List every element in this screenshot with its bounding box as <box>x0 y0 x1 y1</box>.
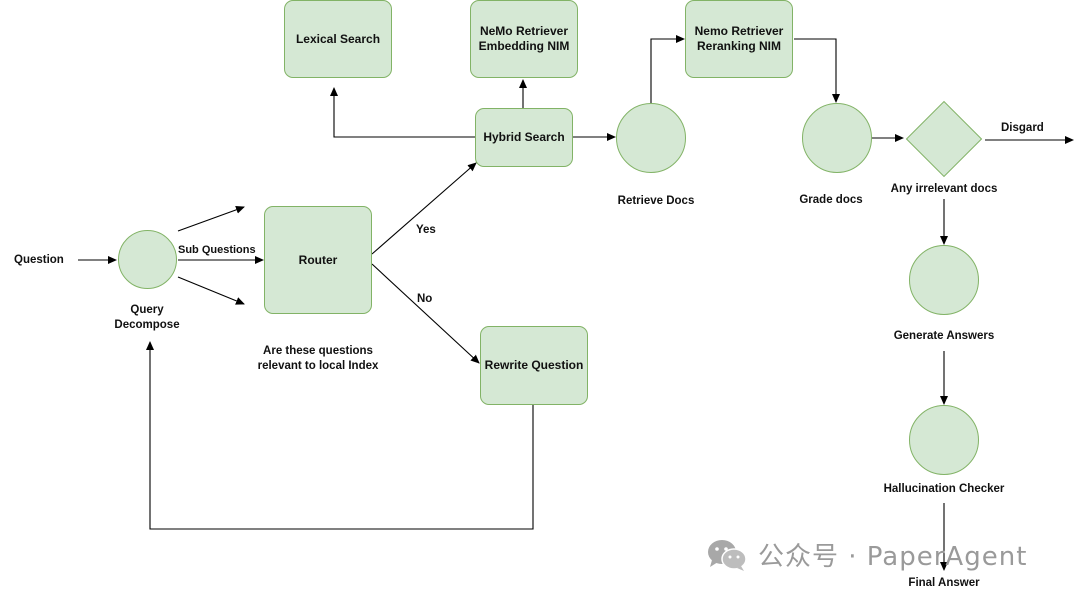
edge-router-yes <box>371 162 477 255</box>
edge-reranking-to-grade <box>794 38 840 103</box>
edge-rewrite-loop <box>146 341 534 530</box>
edge-decompose-up <box>177 205 245 232</box>
question-label: Question <box>14 254 64 266</box>
query-decompose-label: Query Decompose <box>114 304 180 331</box>
reranking-nim-node: Nemo Retriever Reranking NIM <box>685 0 793 78</box>
wechat-icon <box>708 539 747 571</box>
query-decompose-circle <box>118 230 177 289</box>
sub-questions-label: Sub Questions <box>178 244 256 256</box>
hallucination-checker-label: Hallucination Checker <box>883 483 1005 495</box>
retrieve-docs-circle <box>616 103 686 173</box>
final-answer-label: Final Answer <box>908 577 980 589</box>
hallucination-checker-circle <box>909 405 979 475</box>
edge-hybrid-to-lexical <box>330 87 475 138</box>
router-node: Router <box>264 206 372 314</box>
retrieve-docs-label: Retrieve Docs <box>617 195 695 207</box>
any-irrelevant-label: Any irrelevant docs <box>890 183 998 195</box>
lexical-search-node: Lexical Search <box>284 0 392 78</box>
grade-docs-circle <box>802 103 872 173</box>
grade-docs-label: Grade docs <box>799 194 863 206</box>
yes-label: Yes <box>416 224 436 236</box>
edge-decompose-down <box>177 276 245 305</box>
disgard-label: Disgard <box>1001 122 1044 134</box>
no-label: No <box>417 293 433 305</box>
edge-router-no <box>371 263 480 364</box>
watermark: 公众号 · PaperAgent <box>706 536 1027 573</box>
router-caption: Are these questions relevant to local In… <box>257 345 379 372</box>
generate-answers-circle <box>909 245 979 315</box>
edge-retrieve-to-reranking <box>650 35 685 103</box>
generate-answers-label: Generate Answers <box>893 330 995 342</box>
embedding-nim-node: NeMo Retriever Embedding NIM <box>470 0 578 78</box>
hybrid-search-node: Hybrid Search <box>475 108 573 167</box>
watermark-text: 公众号 · PaperAgent <box>758 542 1028 572</box>
rewrite-question-node: Rewrite Question <box>480 326 588 405</box>
